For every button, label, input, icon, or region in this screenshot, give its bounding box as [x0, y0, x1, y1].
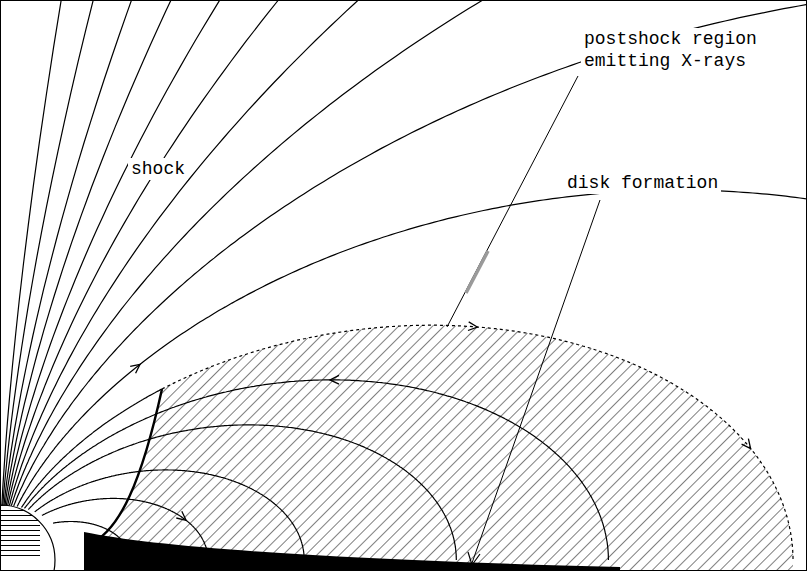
field-line	[11, 0, 523, 506]
leader-line	[447, 76, 578, 327]
figure-label: shock	[128, 158, 188, 180]
star-hatching	[0, 505, 40, 560]
leader-line	[472, 200, 600, 563]
star-outline	[0, 505, 55, 571]
field-line	[8, 0, 301, 505]
field-line	[22, 389, 163, 508]
accretion-disk	[84, 532, 620, 571]
field-line	[5, 0, 182, 505]
flow-arrowhead	[468, 322, 477, 331]
leader-arrowhead	[468, 552, 480, 565]
flow-arrowhead	[330, 375, 339, 384]
field-line	[6, 0, 234, 505]
field-line	[14, 0, 807, 506]
region-boundary	[162, 325, 793, 560]
leader-highlight	[466, 251, 488, 293]
flow-arrowhead	[130, 364, 140, 373]
flow-arrows	[130, 322, 750, 520]
figure-label: disk formation	[564, 172, 721, 194]
field-line	[9, 0, 385, 506]
flow-arrowhead	[742, 439, 751, 449]
flow-arrowhead	[176, 511, 186, 520]
field-lines	[2, 0, 807, 560]
postshock-hatched-region	[88, 325, 793, 571]
figure-label: postshock region emitting X-rays	[581, 28, 772, 72]
field-line	[2, 0, 71, 505]
field-line	[25, 380, 609, 560]
field-line	[3, 0, 103, 505]
shock-front	[88, 389, 162, 545]
field-line	[17, 190, 807, 507]
